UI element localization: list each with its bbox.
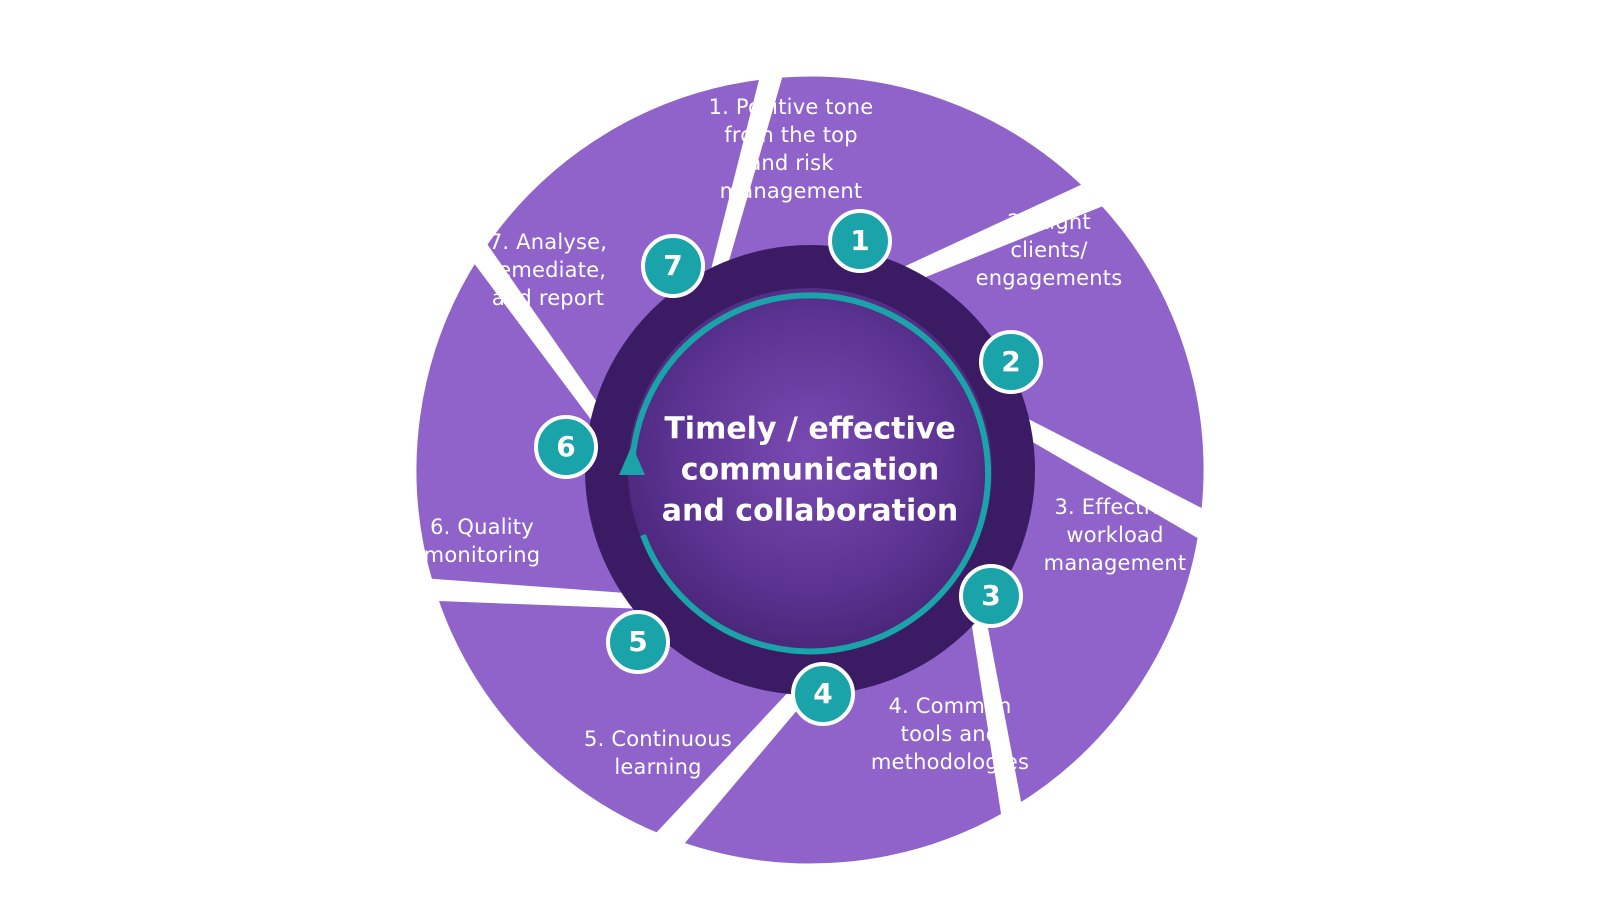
step-badge-number-3: 3 <box>981 579 1001 612</box>
step-badge-number-1: 1 <box>850 224 870 257</box>
step-label-4: 4. Common tools and methodologies <box>870 694 1030 774</box>
step-badge-number-6: 6 <box>556 430 576 463</box>
step-badge-number-7: 7 <box>663 249 683 282</box>
cycle-arrow-head-icon <box>619 445 645 475</box>
center-title: Timely / effective communication and col… <box>661 411 959 529</box>
step-badge-number-5: 5 <box>628 625 648 658</box>
step-badge-number-4: 4 <box>813 677 833 710</box>
badges-layer <box>534 209 1043 726</box>
step-label-6: 6. Quality monitoring <box>423 515 541 567</box>
inner-core <box>628 288 992 652</box>
step-badge-6 <box>534 415 598 479</box>
step-label-5: 5. Continuous learning <box>584 727 732 779</box>
step-badge-5 <box>606 610 670 674</box>
cycle-arrow-arc <box>629 292 991 655</box>
step-badge-number-2: 2 <box>1001 345 1021 378</box>
step-badge-4 <box>791 662 855 726</box>
step-label-7: 7. Analyse, remediate, and report <box>488 230 608 310</box>
step-badge-7 <box>641 234 705 298</box>
step-label-1: 1. Positive tone from the top and risk m… <box>708 95 874 203</box>
step-badge-1 <box>828 209 892 273</box>
step-badge-3 <box>959 564 1023 628</box>
step-label-3: 3. Effective workload management <box>1043 495 1187 575</box>
step-label-2: 2. Right clients/ engagements <box>975 210 1123 290</box>
step-badge-2 <box>979 330 1043 394</box>
